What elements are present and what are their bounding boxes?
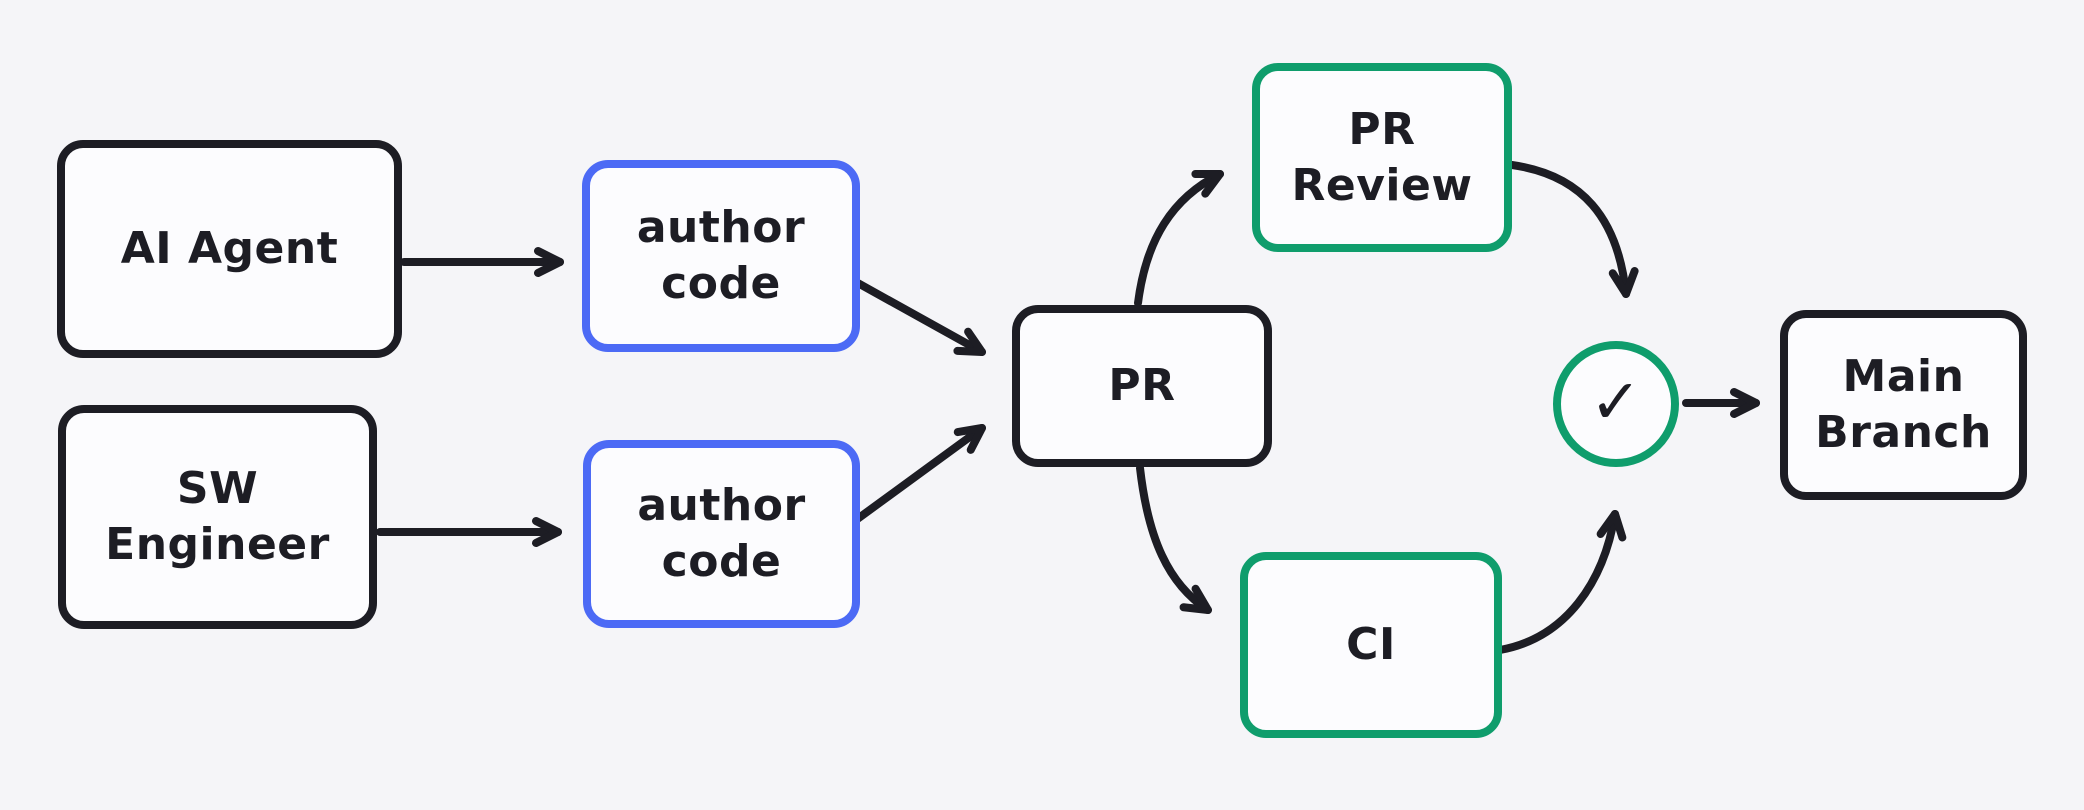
arrow-pr-to-ci bbox=[1136, 464, 1212, 614]
node-sw-engineer: SW Engineer bbox=[58, 405, 377, 629]
node-pr: PR bbox=[1012, 305, 1272, 467]
node-pr-review: PR Review bbox=[1252, 63, 1512, 252]
node-main-branch: Main Branch bbox=[1780, 310, 2027, 500]
node-ai-agent: AI Agent bbox=[57, 140, 402, 358]
node-sw-engineer-label-line2: Engineer bbox=[105, 519, 330, 570]
node-pr-label: PR bbox=[1108, 360, 1176, 411]
arrow-author-code-top-to-pr bbox=[852, 278, 986, 356]
node-pr-review-label-line2: Review bbox=[1291, 159, 1473, 211]
node-ci: CI bbox=[1240, 552, 1502, 738]
checkmark-icon: ✓ bbox=[1589, 365, 1643, 438]
arrow-pr-to-pr-review bbox=[1134, 170, 1224, 307]
node-author-code-top: author code bbox=[582, 160, 860, 352]
node-author-code-bottom-label-line2: code bbox=[661, 536, 782, 587]
arrow-ci-to-check bbox=[1496, 510, 1627, 654]
node-ai-agent-label: AI Agent bbox=[120, 223, 339, 274]
node-author-code-top-label-line2: code bbox=[661, 258, 781, 309]
node-pr-review-label-line1: PR bbox=[1348, 103, 1416, 155]
node-approval-check: ✓ bbox=[1553, 341, 1679, 467]
node-author-code-top-label-line1: author bbox=[636, 202, 806, 253]
arrow-pr-review-to-check bbox=[1508, 161, 1639, 298]
node-sw-engineer-label-line1: SW bbox=[176, 463, 259, 514]
node-author-code-bottom: author code bbox=[583, 440, 860, 628]
node-main-branch-label-line2: Branch bbox=[1815, 407, 1992, 458]
node-ci-label: CI bbox=[1346, 619, 1396, 670]
node-author-code-bottom-label-line1: author bbox=[637, 480, 806, 531]
node-main-branch-label-line1: Main bbox=[1842, 351, 1965, 402]
arrow-author-code-bottom-to-pr bbox=[852, 424, 986, 524]
